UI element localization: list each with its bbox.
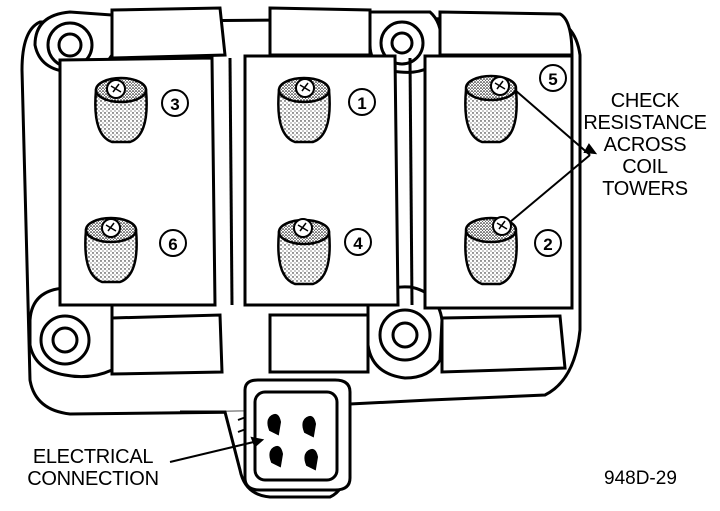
cylinder-number-2: 2 xyxy=(534,229,562,257)
cylinder-number-5: 5 xyxy=(539,64,567,92)
callout-line-3: ACROSS xyxy=(603,134,687,156)
coil-tower-top-3 xyxy=(464,74,518,144)
cylinder-number-3: 3 xyxy=(161,89,189,117)
callout-line-4: COIL xyxy=(622,156,668,178)
cylinder-number-4: 4 xyxy=(344,228,372,256)
check-resistance-callout: CHECK RESISTANCE ACROSS COIL TOWERS xyxy=(580,90,710,200)
electrical-connector xyxy=(180,378,352,499)
coil-tower-bottom-3 xyxy=(464,216,518,286)
callout-line-5: TOWERS xyxy=(602,178,688,200)
figure-id: 948D-29 xyxy=(604,468,677,489)
coil-tower-bottom-2 xyxy=(277,218,331,286)
coil-tower-top-2 xyxy=(277,76,331,144)
svg-text:5: 5 xyxy=(548,70,557,89)
svg-text:1: 1 xyxy=(357,94,366,113)
bottom-ribs xyxy=(110,313,567,376)
top-ribs xyxy=(110,6,574,60)
svg-text:3: 3 xyxy=(170,95,179,114)
svg-text:2: 2 xyxy=(543,235,552,254)
svg-text:4: 4 xyxy=(353,234,363,253)
leader-lines xyxy=(169,89,598,463)
coil-tower-top-1 xyxy=(94,76,148,144)
callout-line-1: CHECK xyxy=(610,90,680,112)
coil-tower-bottom-1 xyxy=(84,216,138,284)
electrical-connection-callout: ELECTRICAL CONNECTION xyxy=(18,446,168,490)
callout-line-2: CONNECTION xyxy=(27,468,159,490)
svg-text:6: 6 xyxy=(168,235,177,254)
callout-line-2: RESISTANCE xyxy=(583,112,707,134)
cylinder-number-1: 1 xyxy=(348,88,376,116)
callout-line-1: ELECTRICAL xyxy=(32,446,154,468)
cylinder-number-6: 6 xyxy=(159,229,187,257)
